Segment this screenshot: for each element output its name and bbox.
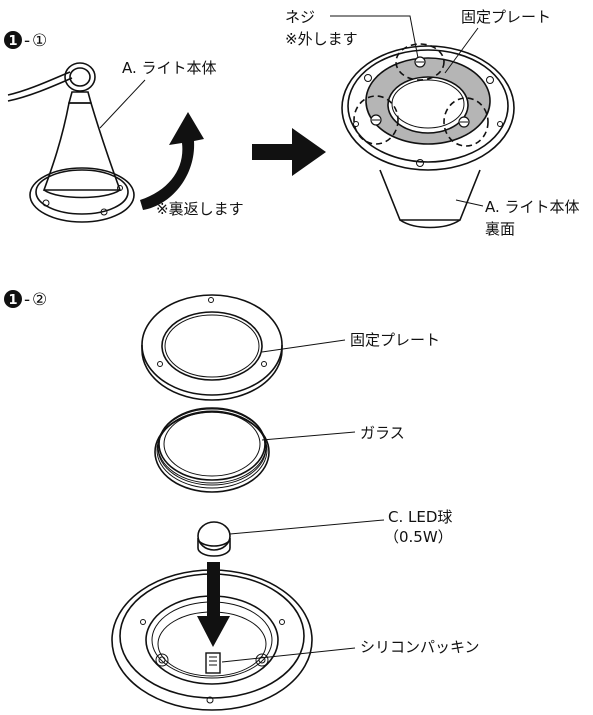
packing-label: シリコンパッキン	[360, 638, 480, 656]
screw-top	[414, 56, 426, 68]
led-label-line2: （0.5W）	[384, 528, 453, 546]
screw-label: ネジ	[285, 8, 315, 26]
led-label-line1: C. LED球	[388, 508, 452, 526]
led-bulb-illustration	[197, 521, 231, 557]
label-led: C. LED球 （0.5W）	[229, 508, 453, 546]
label-flip: ※裏返します	[156, 200, 244, 218]
label-packing: シリコンパッキン	[221, 638, 480, 663]
glass-label: ガラス	[360, 424, 405, 442]
step-1-1-heading: 1 - ①	[4, 31, 47, 51]
flip-label: ※裏返します	[156, 200, 244, 218]
light-body-back-label-line1: A. ライト本体	[485, 198, 580, 216]
fixing-plate-label: 固定プレート	[350, 331, 440, 349]
label-light-body-back: A. ライト本体 裏面	[455, 198, 580, 238]
step-sub-number: ①	[32, 31, 47, 51]
fixing-plate-illustration	[141, 294, 283, 401]
glass-illustration	[154, 407, 270, 493]
screw-left	[370, 114, 382, 126]
fixing-plate-label: 固定プレート	[461, 8, 551, 26]
step-number: 1	[8, 34, 17, 49]
down-arrow-icon	[197, 562, 230, 647]
step-sub-number: ②	[32, 290, 47, 310]
light-body-label: A. ライト本体	[122, 59, 217, 77]
step-dash: -	[24, 31, 30, 51]
step-dash: -	[24, 290, 30, 310]
label-light-body: A. ライト本体	[99, 59, 217, 129]
remove-label: ※外します	[285, 30, 358, 48]
label-screw: ネジ ※外します	[285, 8, 419, 59]
step-1-2-heading: 1 - ②	[4, 290, 47, 310]
step-number-badge	[4, 31, 22, 49]
label-fixing-plate-back: 固定プレート	[444, 8, 551, 74]
light-body-back-label-line2: 裏面	[485, 220, 515, 238]
label-glass: ガラス	[261, 424, 405, 442]
curved-arrow-icon	[140, 112, 204, 210]
step-number: 1	[8, 293, 17, 308]
light-body-illustration	[7, 62, 135, 223]
light-body-back-illustration	[341, 43, 515, 229]
label-fixing-plate: 固定プレート	[261, 331, 440, 353]
right-arrow-icon	[252, 128, 326, 176]
step-number-badge	[4, 290, 22, 308]
screw-right	[458, 116, 470, 128]
